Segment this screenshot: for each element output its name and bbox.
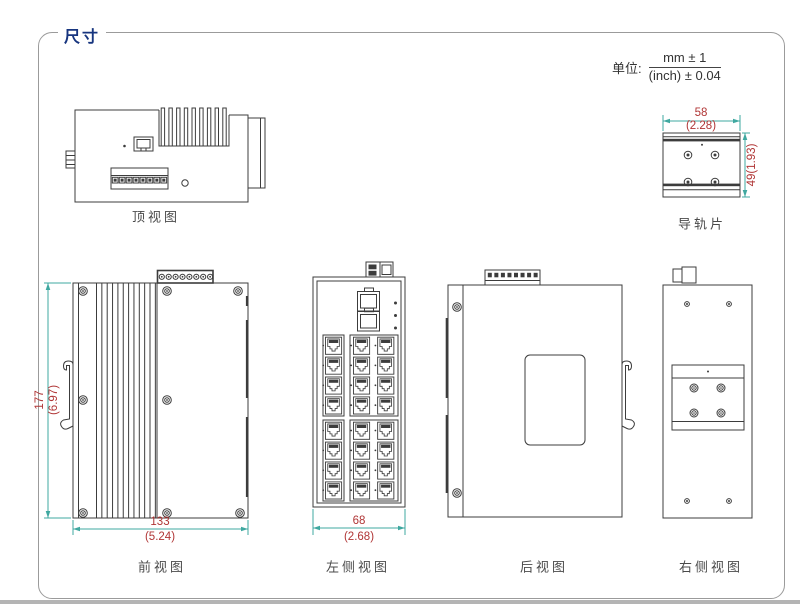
panel-title: 尺寸 <box>58 23 107 47</box>
rail-width-mm: 58 <box>694 107 708 119</box>
right-view-label: 右侧视图 <box>678 559 744 575</box>
top-view-drawing <box>65 107 266 203</box>
front-height-inch: (6.97) <box>48 384 60 416</box>
side-connector-icon <box>65 150 76 169</box>
back-view-drawing <box>445 269 635 518</box>
unit-label: 单位: <box>612 60 642 76</box>
unit-fraction: mm ± 1 (inch) ± 0.04 <box>648 50 721 84</box>
unit-note: 单位: mm ± 1 (inch) ± 0.04 <box>612 50 721 84</box>
terminal-block-icon <box>484 269 541 286</box>
left-width-inch: (2.68) <box>343 531 375 543</box>
top-connector-icon <box>365 261 394 278</box>
rail-label: 导轨片 <box>677 216 727 232</box>
sfp-slots-icon <box>357 287 380 332</box>
front-width-mm: 133 <box>150 516 170 528</box>
din-clip-icon <box>60 360 74 430</box>
front-height-mm: 177 <box>34 390 46 410</box>
rj45-ports <box>322 336 395 500</box>
rail-width-inch: (2.28) <box>685 120 717 132</box>
terminal-block-icon <box>110 167 169 190</box>
front-width-inch: (5.24) <box>144 531 176 543</box>
top-connector-icon <box>672 266 697 284</box>
left-view-drawing <box>312 261 406 508</box>
din-clip-icon <box>621 360 635 430</box>
led-indicators-icon <box>394 301 397 330</box>
unit-mm: mm ± 1 <box>648 50 721 68</box>
label-area <box>524 354 586 446</box>
unit-inch: (inch) ± 0.04 <box>648 67 721 83</box>
rail-height: 49(1.93) <box>746 143 758 187</box>
left-width-mm: 68 <box>352 515 366 527</box>
panel-border <box>38 32 785 599</box>
front-view-label: 前视图 <box>137 559 187 575</box>
terminal-block-icon <box>156 269 214 284</box>
dimension-lines <box>44 115 750 535</box>
din-rail-mount-icon <box>671 364 745 431</box>
console-port-icon <box>133 136 154 152</box>
bottom-divider <box>0 600 800 604</box>
rail-plate-drawing <box>662 132 741 198</box>
right-view-drawing <box>662 266 753 519</box>
top-view-label: 顶视图 <box>131 209 181 225</box>
back-view-label: 后视图 <box>519 559 569 575</box>
front-view-drawing <box>60 269 249 519</box>
left-view-label: 左侧视图 <box>325 559 391 575</box>
